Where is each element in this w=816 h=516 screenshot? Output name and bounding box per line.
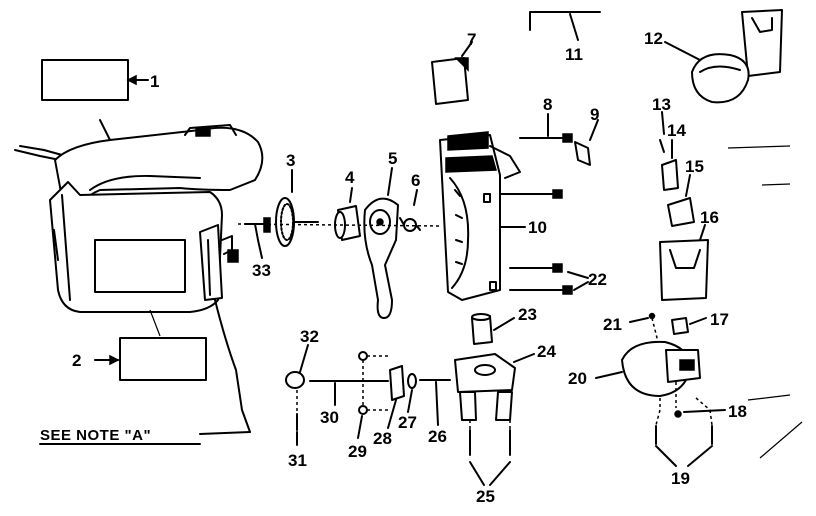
part-10-gear-housing bbox=[439, 131, 526, 301]
callout-16: 16 bbox=[700, 208, 719, 227]
part-27-washer bbox=[407, 373, 417, 413]
part-4-bushing bbox=[334, 187, 361, 241]
part-22-screws bbox=[509, 263, 589, 295]
callout-31: 31 bbox=[288, 451, 307, 470]
part-24-base bbox=[454, 353, 535, 421]
callout-33: 33 bbox=[252, 261, 271, 280]
part-26-shaft bbox=[419, 379, 451, 426]
callout-13: 13 bbox=[652, 95, 671, 114]
margin-marks bbox=[727, 145, 803, 459]
part-5-plunger bbox=[363, 167, 399, 319]
part-13-screw bbox=[659, 111, 665, 153]
part-12-guard bbox=[664, 9, 783, 104]
part-28-plate bbox=[387, 365, 405, 429]
callout-3: 3 bbox=[286, 151, 295, 170]
part-32-knob bbox=[285, 344, 309, 389]
callout-19: 19 bbox=[671, 469, 690, 488]
callout-21: 21 bbox=[603, 315, 622, 334]
callout-11: 11 bbox=[565, 45, 583, 64]
callout-20: 20 bbox=[568, 369, 587, 388]
callout-8: 8 bbox=[543, 95, 552, 114]
part-3-gear bbox=[275, 169, 319, 247]
part-7-bracket bbox=[431, 41, 473, 105]
callout-30: 30 bbox=[320, 408, 339, 427]
part-11-hex-key bbox=[529, 11, 601, 41]
part-6-nut bbox=[399, 189, 421, 232]
jigsaw-housing bbox=[14, 119, 264, 433]
part-16-holder bbox=[659, 224, 709, 301]
callout-24: 24 bbox=[537, 342, 556, 361]
callout-2: 2 bbox=[72, 351, 81, 370]
callout-25: 25 bbox=[476, 487, 495, 506]
callout-17: 17 bbox=[710, 310, 729, 329]
part-14-clip bbox=[661, 139, 679, 191]
part-29-screws bbox=[357, 351, 388, 439]
part-18-screw bbox=[659, 382, 726, 418]
callout-5: 5 bbox=[388, 149, 397, 168]
callout-27: 27 bbox=[398, 413, 417, 432]
callout-10: 10 bbox=[528, 218, 547, 237]
part-9-plate bbox=[574, 119, 599, 166]
callout-23: 23 bbox=[518, 305, 537, 324]
callout-9: 9 bbox=[590, 105, 599, 124]
part-1-label-plate bbox=[41, 59, 149, 101]
callout-1: 1 bbox=[150, 72, 159, 91]
callout-4: 4 bbox=[345, 168, 355, 187]
part-23-bushing bbox=[471, 313, 515, 345]
part-8-screw bbox=[519, 113, 573, 143]
callout-26: 26 bbox=[428, 427, 447, 446]
callout-32: 32 bbox=[300, 327, 319, 346]
part-25-screws bbox=[469, 420, 511, 486]
callout-22: 22 bbox=[588, 270, 607, 289]
callout-29: 29 bbox=[348, 442, 367, 461]
callout-7: 7 bbox=[467, 30, 476, 49]
part-30-rod bbox=[309, 380, 389, 406]
callout-15: 15 bbox=[685, 157, 704, 176]
see-note-label: SEE NOTE "A" bbox=[40, 427, 151, 444]
callout-28: 28 bbox=[373, 429, 392, 448]
part-20-guard bbox=[595, 340, 701, 397]
part-2-label-plate bbox=[94, 309, 207, 381]
part-21-screw bbox=[629, 312, 661, 351]
callout-18: 18 bbox=[728, 402, 747, 421]
part-8-lower-screw bbox=[499, 189, 563, 199]
callout-14: 14 bbox=[667, 121, 686, 140]
part-15-block bbox=[667, 174, 695, 227]
callout-6: 6 bbox=[411, 171, 420, 190]
part-19-screws bbox=[655, 409, 713, 467]
part-17-knob bbox=[671, 317, 707, 335]
callout-12: 12 bbox=[644, 29, 663, 48]
